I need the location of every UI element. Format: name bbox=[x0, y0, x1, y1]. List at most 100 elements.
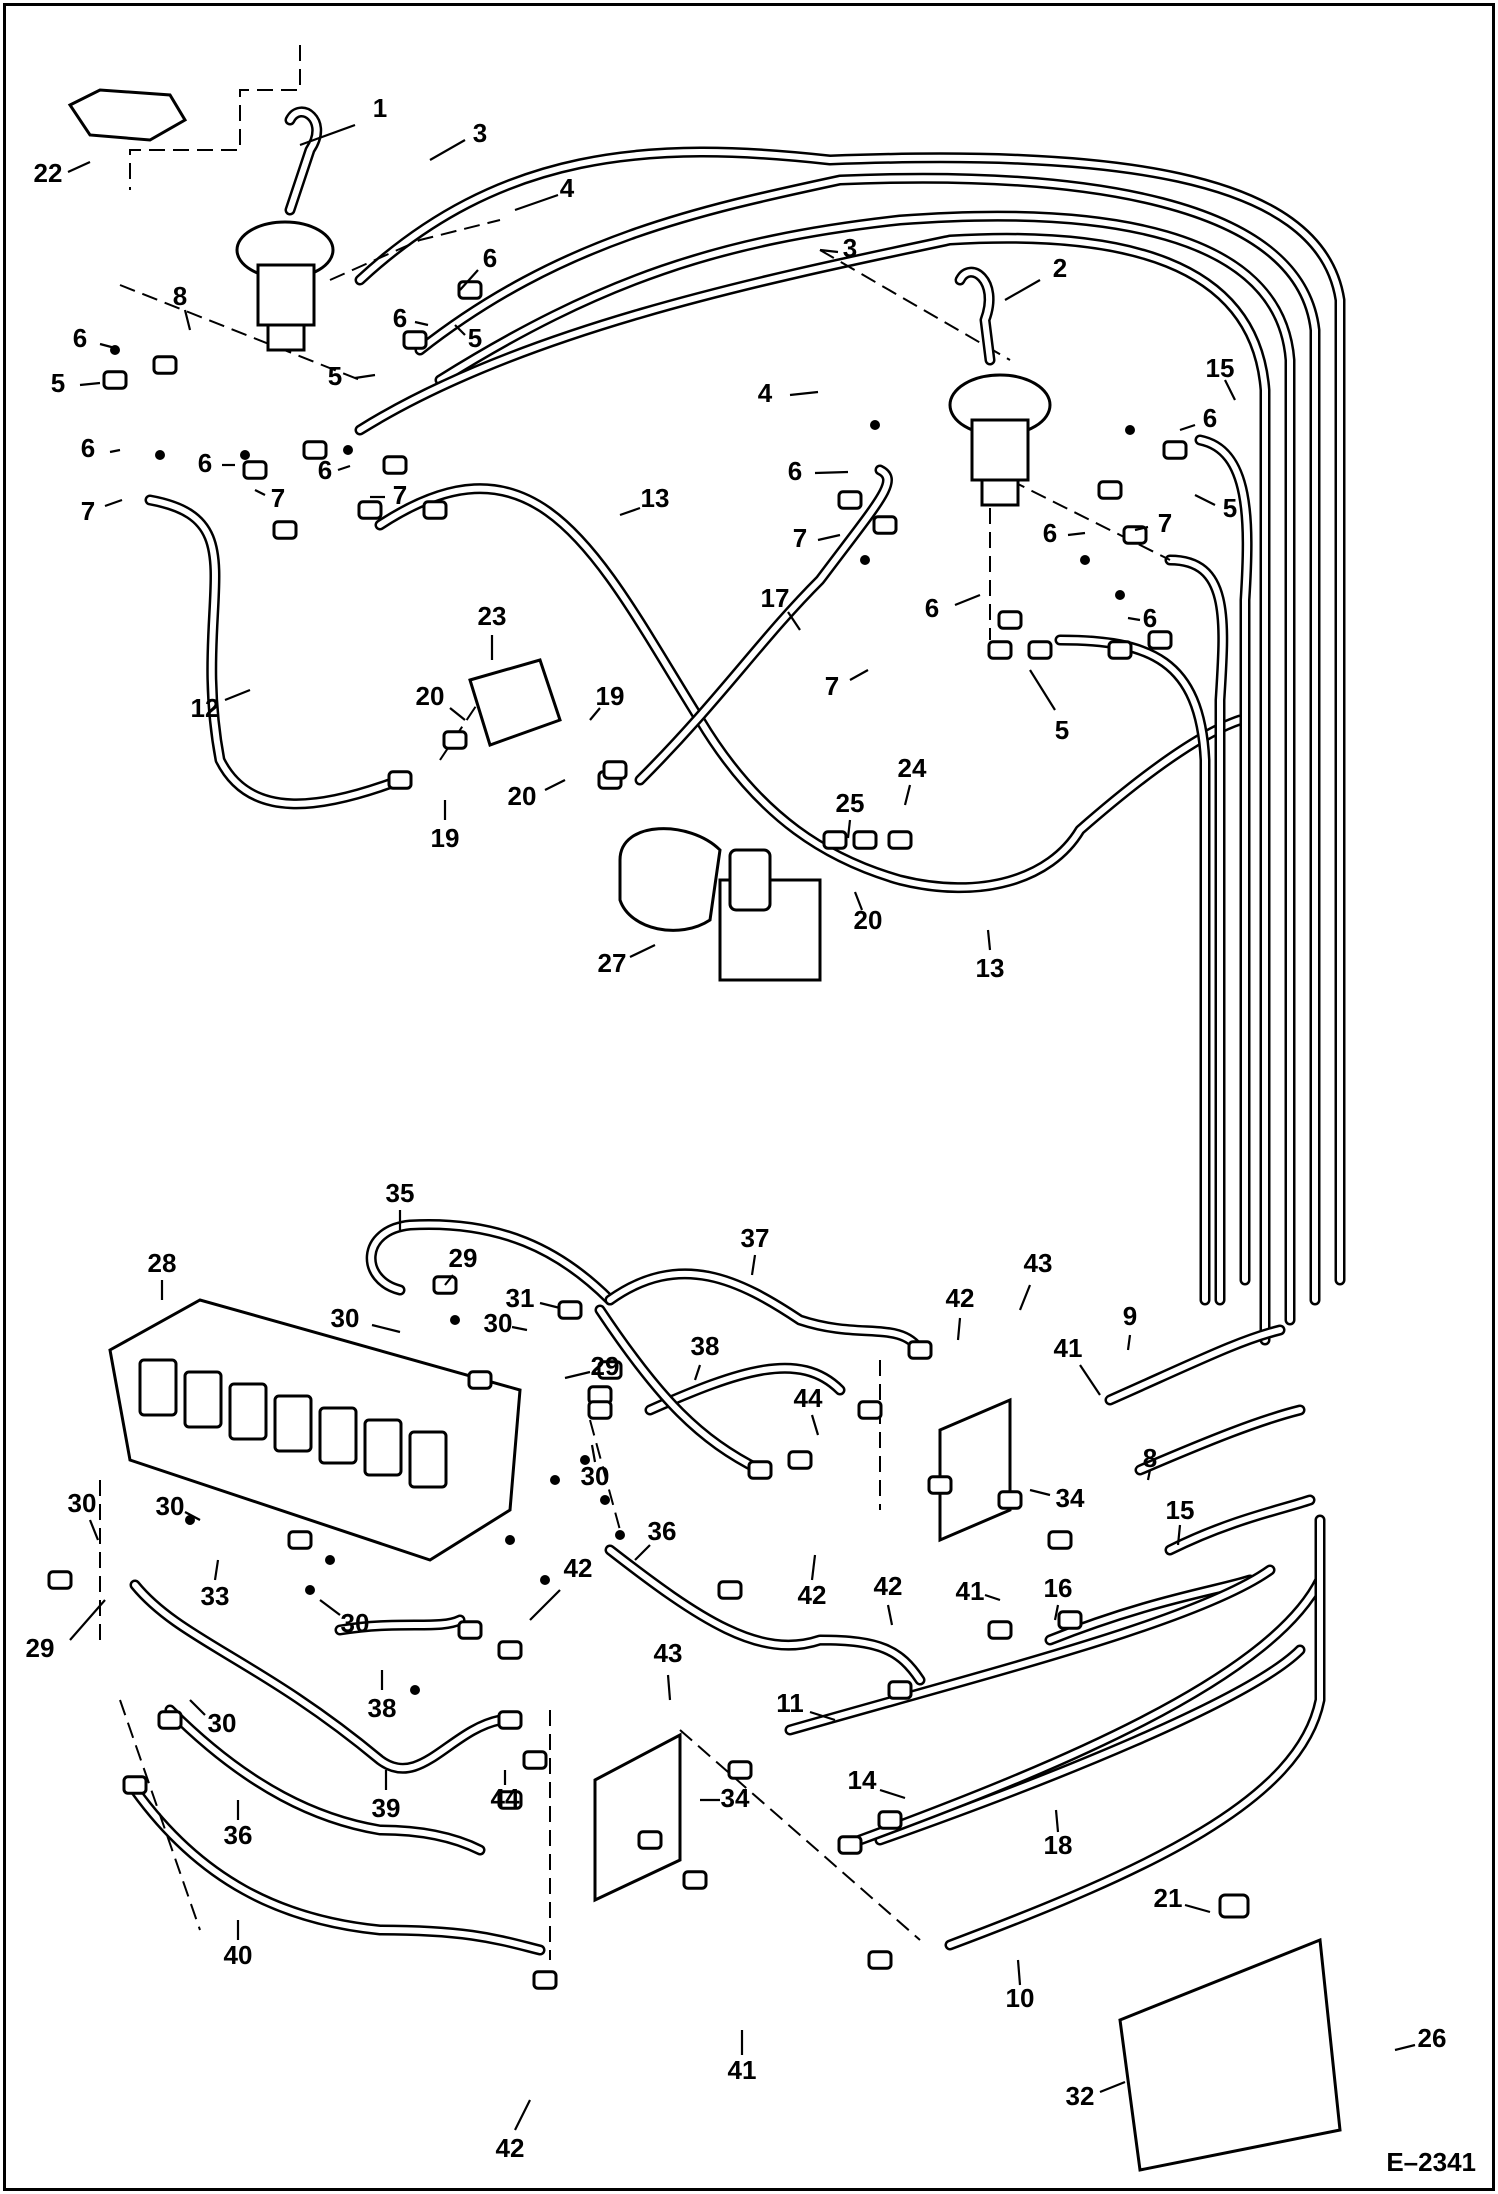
fitting bbox=[877, 1810, 903, 1830]
hose-6-right bbox=[1054, 634, 1211, 1306]
leader-line bbox=[354, 373, 376, 380]
callout-8: 8 bbox=[1143, 1443, 1157, 1481]
callout-label: 3 bbox=[843, 233, 857, 263]
callout-label: 44 bbox=[491, 1783, 520, 1813]
callout-4: 4 bbox=[758, 378, 819, 408]
bracket-upper bbox=[938, 1397, 1012, 1543]
fitting bbox=[532, 1970, 558, 1990]
o-ring bbox=[600, 1495, 610, 1505]
leader-line bbox=[809, 1710, 836, 1722]
fitting bbox=[387, 770, 413, 790]
o-ring bbox=[580, 1455, 590, 1465]
fitting bbox=[747, 1460, 773, 1480]
callout-7: 7 bbox=[81, 496, 123, 526]
callout-label: 40 bbox=[224, 1940, 253, 1970]
callout-40: 40 bbox=[224, 1920, 253, 1970]
fitting bbox=[152, 355, 178, 375]
callout-label: 10 bbox=[1006, 1983, 1035, 2013]
fitting bbox=[987, 640, 1013, 660]
callout-7: 7 bbox=[254, 483, 285, 513]
callout-3: 3 bbox=[429, 118, 487, 161]
callout-label: 19 bbox=[431, 823, 460, 853]
callout-5: 5 bbox=[328, 361, 376, 391]
callout-label: 28 bbox=[148, 1248, 177, 1278]
callout-label: 29 bbox=[591, 1351, 620, 1381]
fitting bbox=[302, 440, 328, 460]
fitting bbox=[557, 1300, 583, 1320]
callout-label: 33 bbox=[201, 1581, 230, 1611]
leader-line bbox=[109, 448, 121, 454]
fitting bbox=[497, 1640, 523, 1660]
hose-35 bbox=[365, 1218, 616, 1306]
callout-8: 8 bbox=[173, 281, 192, 331]
callout-label: 7 bbox=[393, 480, 407, 510]
leader-line bbox=[79, 381, 101, 387]
drawing-number: E–2341 bbox=[1386, 2147, 1476, 2177]
leader-line bbox=[619, 506, 641, 517]
callout-7: 7 bbox=[793, 523, 841, 553]
leader-line bbox=[414, 320, 429, 327]
hose-18 bbox=[854, 1574, 1326, 1846]
fitting bbox=[682, 1870, 708, 1890]
fitting bbox=[727, 1760, 753, 1780]
callout-label: 4 bbox=[758, 378, 773, 408]
leader-line bbox=[629, 944, 656, 958]
fitting bbox=[442, 730, 468, 750]
callout-label: 30 bbox=[341, 1608, 370, 1638]
hose-11 bbox=[784, 1564, 1276, 1736]
callout-6: 6 bbox=[1043, 518, 1086, 548]
leader-line bbox=[853, 891, 864, 911]
leader-line bbox=[846, 819, 852, 839]
callout-5: 5 bbox=[1029, 669, 1069, 745]
leader-line bbox=[956, 1317, 962, 1341]
callout-32: 32 bbox=[1066, 2080, 1126, 2111]
callout-30: 30 bbox=[189, 1699, 236, 1738]
leader-line bbox=[693, 1364, 702, 1381]
callout-22: 22 bbox=[34, 158, 91, 188]
fitting bbox=[822, 830, 848, 850]
callout-label: 39 bbox=[372, 1793, 401, 1823]
o-ring bbox=[343, 445, 353, 455]
fitting bbox=[242, 460, 268, 480]
callout-31: 31 bbox=[506, 1283, 561, 1313]
callout-label: 32 bbox=[1066, 2081, 1095, 2111]
callout-3: 3 bbox=[819, 233, 857, 263]
hose-bundle-2 bbox=[414, 172, 1321, 1306]
fitting bbox=[907, 1340, 933, 1360]
leader-line bbox=[1099, 2080, 1126, 2094]
leader-line bbox=[1029, 1488, 1051, 1497]
leader-line bbox=[810, 1554, 817, 1581]
callout-17: 17 bbox=[761, 583, 801, 631]
callout-6: 6 bbox=[925, 593, 981, 623]
leader-line bbox=[849, 669, 869, 681]
callout-5: 5 bbox=[454, 323, 482, 353]
callout-label: 43 bbox=[654, 1638, 683, 1668]
leader-line bbox=[224, 688, 251, 702]
solenoid-valve bbox=[618, 827, 822, 982]
fitting bbox=[1147, 630, 1173, 650]
callout-label: 13 bbox=[641, 483, 670, 513]
callout-label: 6 bbox=[1043, 518, 1057, 548]
fitting bbox=[522, 1750, 548, 1770]
valve-block bbox=[468, 658, 562, 747]
fitting bbox=[987, 1620, 1013, 1640]
callout-30: 30 bbox=[319, 1599, 370, 1638]
leader-line bbox=[514, 2099, 531, 2131]
callout-41: 41 bbox=[728, 2030, 756, 2085]
fitting bbox=[1057, 1610, 1083, 1630]
o-ring bbox=[505, 1535, 515, 1545]
fitting bbox=[102, 370, 128, 390]
assembly-line bbox=[119, 284, 361, 381]
callout-42: 42 bbox=[798, 1554, 826, 1610]
o-ring bbox=[185, 1515, 195, 1525]
hose-40 bbox=[129, 1784, 546, 1956]
leader-line bbox=[429, 139, 466, 161]
leader-line bbox=[184, 1511, 201, 1521]
callout-label: 43 bbox=[1024, 1248, 1053, 1278]
callout-label: 17 bbox=[761, 583, 790, 613]
o-ring bbox=[155, 450, 165, 460]
o-ring bbox=[870, 420, 880, 430]
leader-line bbox=[886, 1604, 894, 1626]
valve-section bbox=[318, 1406, 358, 1465]
callout-label: 15 bbox=[1166, 1495, 1195, 1525]
